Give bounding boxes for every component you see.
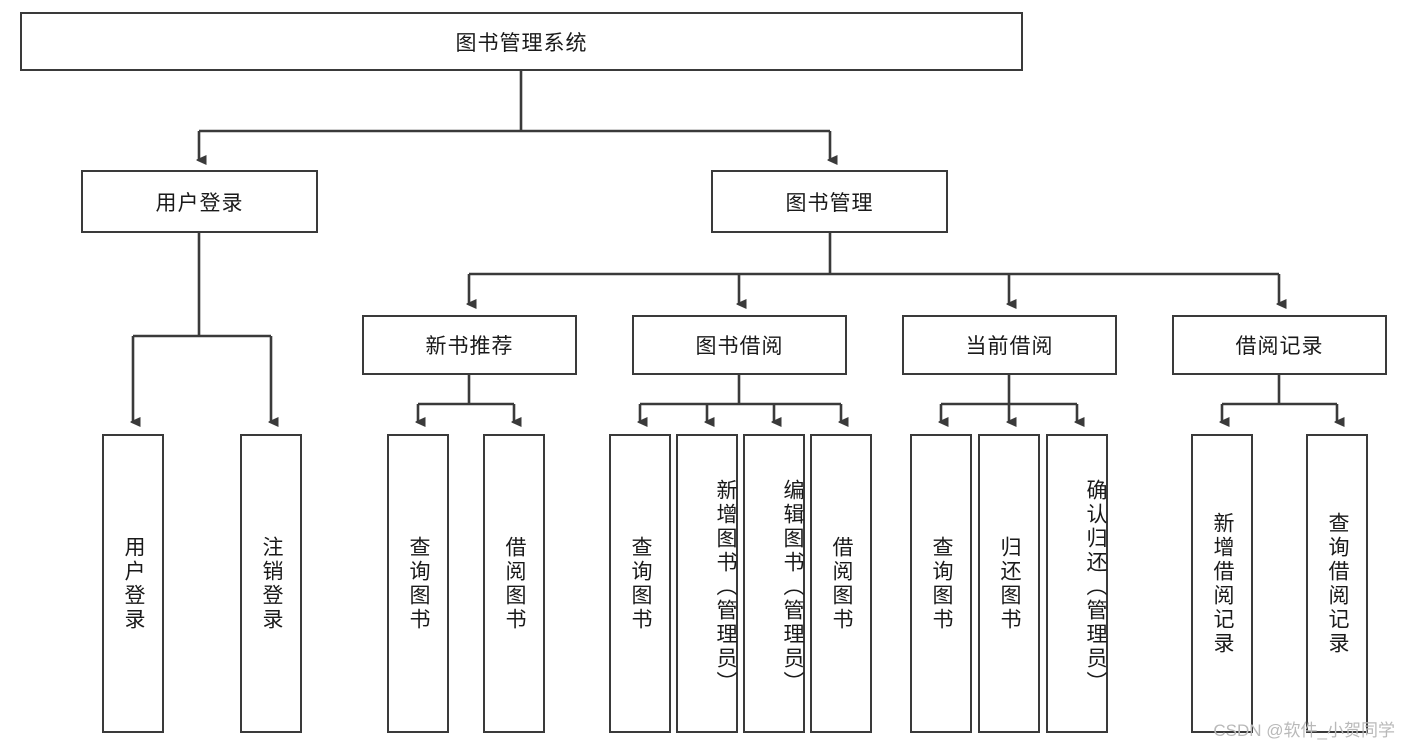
node-label: 借阅记录 [1235, 335, 1324, 358]
node-label: 查询图书 [629, 535, 653, 632]
leaf-borrow-record-add-record[interactable]: 新增借阅记录 [1191, 434, 1253, 733]
node-label: 借阅图书 [503, 535, 527, 632]
csdn-watermark: CSDN @软件_小贺同学 [1213, 721, 1395, 740]
leaf-book-borrow-add-book-admin[interactable]: 新增图书（管理员） [676, 434, 738, 733]
node-label: 查询图书 [930, 535, 954, 632]
leaf-book-borrow-borrow-book[interactable]: 借阅图书 [810, 434, 872, 733]
node-label: 图书管理 [785, 191, 874, 215]
node-label: 新增图书（管理员） [714, 478, 737, 695]
leaf-new-book-query-book[interactable]: 查询图书 [387, 434, 449, 733]
node-label: 查询借阅记录 [1326, 511, 1350, 656]
node-label: 编辑图书（管理员） [781, 478, 804, 695]
node-current-borrow[interactable]: 当前借阅 [902, 315, 1117, 375]
node-label: 归还图书 [998, 535, 1022, 632]
node-label: 用户登录 [122, 535, 146, 632]
node-label: 图书借阅 [695, 335, 784, 358]
leaf-user-login-login[interactable]: 用户登录 [102, 434, 164, 733]
leaf-current-borrow-query-book[interactable]: 查询图书 [910, 434, 972, 733]
node-root-book-management-system[interactable]: 图书管理系统 [20, 12, 1023, 71]
leaf-current-borrow-return-book[interactable]: 归还图书 [978, 434, 1040, 733]
leaf-book-borrow-query-book[interactable]: 查询图书 [609, 434, 671, 733]
node-label: 新书推荐 [425, 335, 514, 358]
node-label: 新增借阅记录 [1211, 511, 1235, 656]
node-new-book-recommend[interactable]: 新书推荐 [362, 315, 577, 375]
node-book-borrow[interactable]: 图书借阅 [632, 315, 847, 375]
node-label: 查询图书 [407, 535, 431, 632]
node-user-login[interactable]: 用户登录 [81, 170, 318, 233]
node-label: 用户登录 [155, 191, 244, 215]
leaf-book-borrow-edit-book-admin[interactable]: 编辑图书（管理员） [743, 434, 805, 733]
node-label: 当前借阅 [965, 335, 1054, 358]
node-book-management[interactable]: 图书管理 [711, 170, 948, 233]
leaf-new-book-borrow-book[interactable]: 借阅图书 [483, 434, 545, 733]
leaf-current-borrow-confirm-return-admin[interactable]: 确认归还（管理员） [1046, 434, 1108, 733]
node-label: 借阅图书 [830, 535, 854, 632]
leaf-borrow-record-query-record[interactable]: 查询借阅记录 [1306, 434, 1368, 733]
node-label: 确认归还（管理员） [1084, 478, 1107, 695]
leaf-user-login-logout[interactable]: 注销登录 [240, 434, 302, 733]
node-label: 注销登录 [260, 535, 284, 632]
node-label: 图书管理系统 [455, 31, 588, 55]
node-borrow-record[interactable]: 借阅记录 [1172, 315, 1387, 375]
